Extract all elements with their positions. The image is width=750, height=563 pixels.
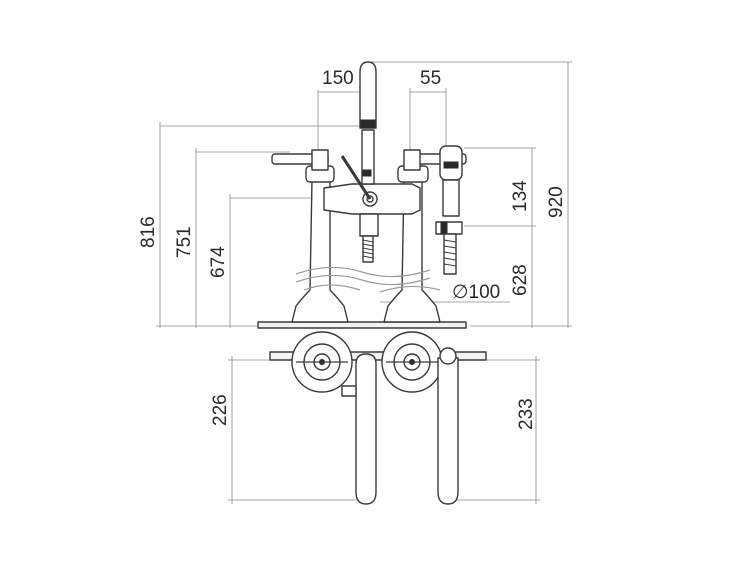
dim-226: 226 [210,394,231,426]
dim-134: 134 [510,180,531,212]
plan-valve [341,385,357,397]
plan-spout [355,353,377,505]
left-column [271,149,349,323]
diverter-lever [340,155,372,200]
dim-150: 150 [322,68,354,89]
plan-hand-shower [437,357,459,505]
plan-plate [269,351,487,361]
dim-233: 233 [516,398,537,430]
dim-55: 55 [420,68,441,89]
dim-100: ∅100 [452,282,500,303]
dim-628: 628 [510,264,531,296]
break-lines [295,266,441,293]
dim-816: 816 [138,216,159,248]
deck-plate [257,321,467,329]
spout [359,61,377,129]
plan-view [269,331,487,505]
hand-shower [435,145,463,275]
dim-920: 920 [546,186,567,218]
dim-674: 674 [208,246,229,278]
dim-751: 751 [174,226,195,258]
elevation-view [257,61,467,329]
